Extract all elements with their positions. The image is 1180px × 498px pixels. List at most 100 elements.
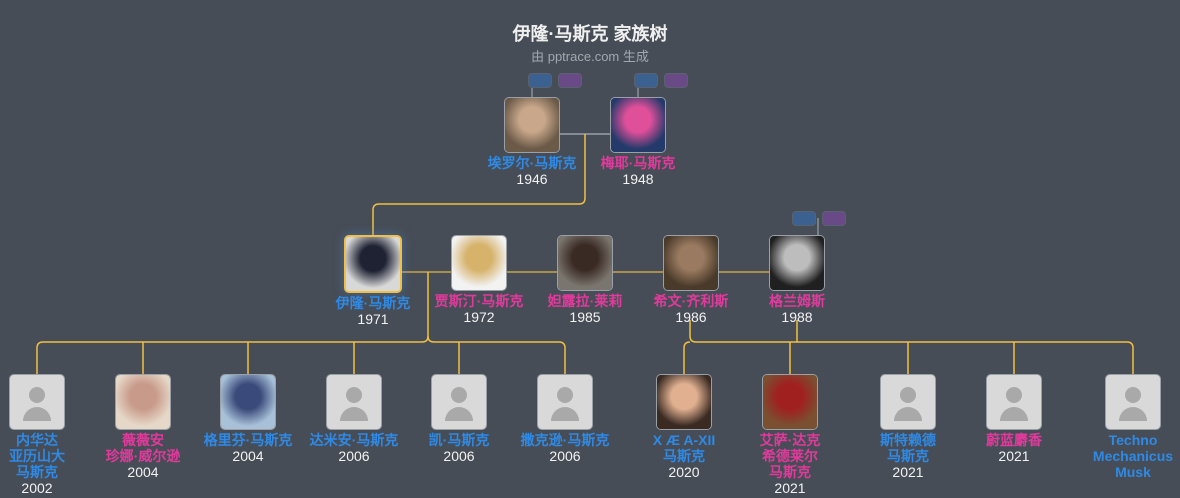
person-photo[interactable] xyxy=(451,235,507,291)
default-avatar-icon[interactable] xyxy=(326,374,382,430)
avatar-body xyxy=(23,407,51,421)
person-node[interactable]: Techno Mechanicus Musk xyxy=(1073,374,1180,480)
default-avatar-icon[interactable] xyxy=(880,374,936,430)
birth-year: 2021 xyxy=(892,464,924,480)
relation-pill-purple[interactable] xyxy=(558,73,582,88)
avatar-head xyxy=(29,387,45,403)
person-photo[interactable] xyxy=(557,235,613,291)
person-photo[interactable] xyxy=(115,374,171,430)
birth-year: 2004 xyxy=(127,464,159,480)
person-name[interactable]: 伊隆·马斯克 xyxy=(335,295,411,311)
person-name[interactable]: 梅耶·马斯克 xyxy=(600,155,676,171)
person-photo[interactable] xyxy=(769,235,825,291)
birth-year: 1948 xyxy=(622,171,654,187)
person-name[interactable]: 妲露拉·莱莉 xyxy=(547,293,623,309)
birth-year: 1988 xyxy=(781,309,813,325)
relation-pill-purple[interactable] xyxy=(822,211,846,226)
person-photo[interactable] xyxy=(504,97,560,153)
photo-image xyxy=(346,237,400,291)
birth-year: 2006 xyxy=(338,448,370,464)
page-subtitle: 由 pptrace.com 生成 xyxy=(531,49,649,64)
birth-year: 1985 xyxy=(569,309,601,325)
person-name[interactable]: 希文·齐利斯 xyxy=(653,293,729,309)
avatar-head xyxy=(451,387,467,403)
relation-pill-blue[interactable] xyxy=(528,73,552,88)
page-title: 伊隆·马斯克 家族树 xyxy=(512,24,668,44)
avatar-body xyxy=(340,407,368,421)
person-name[interactable]: 撒克逊·马斯克 xyxy=(520,432,610,448)
avatar-body xyxy=(1000,407,1028,421)
person-photo[interactable] xyxy=(344,235,402,293)
relation-pill-blue[interactable] xyxy=(634,73,658,88)
person-name[interactable]: 埃罗尔·马斯克 xyxy=(487,155,577,171)
person-name[interactable]: 达米安·马斯克 xyxy=(309,432,399,448)
default-avatar-icon[interactable] xyxy=(9,374,65,430)
birth-year: 1972 xyxy=(463,309,495,325)
birth-year: 1946 xyxy=(516,171,548,187)
default-avatar-icon[interactable] xyxy=(537,374,593,430)
person-name[interactable]: 艾萨·达克 希德莱尔 马斯克 xyxy=(759,432,821,480)
person-photo[interactable] xyxy=(663,235,719,291)
person-photo[interactable] xyxy=(610,97,666,153)
default-avatar-icon[interactable] xyxy=(1105,374,1161,430)
person-name[interactable]: 斯特赖德 马斯克 xyxy=(880,432,936,464)
relation-pill-purple[interactable] xyxy=(664,73,688,88)
birth-year: 1971 xyxy=(357,311,389,327)
person-name[interactable]: 蔚蓝麝香 xyxy=(986,432,1042,448)
birth-year: 2021 xyxy=(998,448,1030,464)
person-name[interactable]: 格里芬·马斯克 xyxy=(203,432,293,448)
birth-year: 2006 xyxy=(549,448,581,464)
avatar-head xyxy=(346,387,362,403)
person-name[interactable]: 贾斯汀·马斯克 xyxy=(434,293,524,309)
avatar-head xyxy=(557,387,573,403)
birth-year: 1986 xyxy=(675,309,707,325)
birth-year: 2004 xyxy=(232,448,264,464)
birth-year: 2002 xyxy=(21,480,53,496)
photo-image xyxy=(664,236,718,290)
avatar-head xyxy=(1125,387,1141,403)
birth-year: 2021 xyxy=(774,480,806,496)
photo-image xyxy=(657,375,711,429)
photo-image xyxy=(221,375,275,429)
person-name[interactable]: X Æ A-XII 马斯克 xyxy=(652,432,716,464)
relation-pill-blue[interactable] xyxy=(792,211,816,226)
person-name[interactable]: 内华达 亚历山大 马斯克 xyxy=(9,432,65,480)
photo-image xyxy=(452,236,506,290)
person-name[interactable]: 凯·马斯克 xyxy=(428,432,490,448)
person-photo[interactable] xyxy=(762,374,818,430)
photo-image xyxy=(611,98,665,152)
person-name[interactable]: 薇薇安 珍娜·威尔逊 xyxy=(105,432,181,464)
photo-image xyxy=(558,236,612,290)
default-avatar-icon[interactable] xyxy=(986,374,1042,430)
person-photo[interactable] xyxy=(656,374,712,430)
default-avatar-icon[interactable] xyxy=(431,374,487,430)
photo-image xyxy=(770,236,824,290)
avatar-body xyxy=(894,407,922,421)
avatar-head xyxy=(1006,387,1022,403)
person-name[interactable]: 格兰姆斯 xyxy=(769,293,825,309)
birth-year: 2020 xyxy=(668,464,700,480)
avatar-body xyxy=(551,407,579,421)
person-name[interactable]: Techno Mechanicus Musk xyxy=(1092,432,1174,480)
person-photo[interactable] xyxy=(220,374,276,430)
birth-year: 2006 xyxy=(443,448,475,464)
avatar-head xyxy=(900,387,916,403)
